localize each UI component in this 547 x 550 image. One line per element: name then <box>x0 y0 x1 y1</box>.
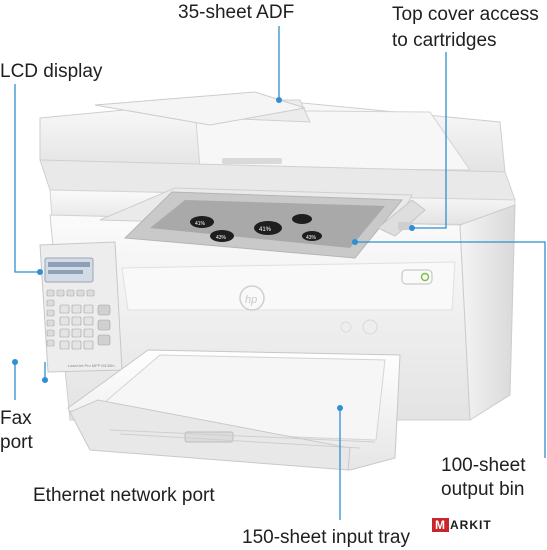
logo-first-letter: M <box>432 518 449 532</box>
page-percent-2: 43% <box>216 235 227 241</box>
callout-adf: 35-sheet ADF <box>178 2 295 23</box>
page-percent-3: 41% <box>259 227 272 233</box>
page-percent-4: 43% <box>306 235 317 241</box>
callout-output-line2: output bin <box>441 479 525 500</box>
control-panel: LaserJet Pro MFP M130fn <box>39 241 123 373</box>
callout-fax: Fax port <box>0 407 33 455</box>
svg-text:hp: hp <box>245 294 257 306</box>
callout-ethernet: Ethernet network port <box>33 485 215 506</box>
hp-logo-icon <box>239 285 265 311</box>
adf-lid <box>39 91 506 173</box>
callout-lcd: LCD display <box>0 61 103 82</box>
callout-input-tray: 150-sheet input tray <box>242 527 410 548</box>
callout-top-cover-line1: Top cover access <box>392 4 539 25</box>
model-label: LaserJet Pro MFP M130fn <box>68 363 115 368</box>
callout-top-cover-line2: to cartridges <box>392 30 497 51</box>
page-percent-1: 41% <box>195 221 206 227</box>
callout-fax-line1: Fax <box>0 408 32 429</box>
power-icon <box>420 272 430 282</box>
callout-top-cover: Top cover access to cartridges <box>392 2 539 54</box>
callout-fax-line2: port <box>0 432 33 453</box>
input-tray <box>67 349 401 471</box>
keypad[interactable] <box>59 304 94 350</box>
callout-dots <box>12 97 415 411</box>
output-bin: 41% 43% 41% 43% <box>99 187 426 259</box>
callout-output-line1: 100-sheet <box>441 455 526 476</box>
callout-lines <box>14 26 546 520</box>
callout-output-bin: 100-sheet output bin <box>441 454 526 502</box>
logo-rest: ARKIT <box>450 518 492 532</box>
power-button[interactable] <box>401 269 433 285</box>
